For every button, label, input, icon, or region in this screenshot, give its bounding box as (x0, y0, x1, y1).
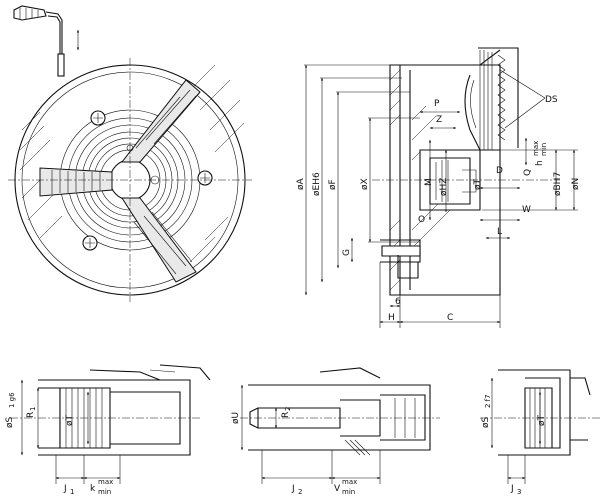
label-Q: Q (523, 169, 533, 176)
detail-view-3 (480, 369, 600, 484)
label-V: V (334, 484, 341, 494)
label-oS2-sub: 2 f7 (484, 394, 492, 408)
label-h-group: h max min (532, 141, 548, 166)
section-view (304, 47, 578, 328)
jaw-top (120, 79, 201, 163)
label-k-max: max (98, 478, 113, 486)
label-J3-sub: 3 (517, 488, 521, 496)
label-J3-group: J 3 (510, 484, 521, 496)
label-oBH7: øBH7 (553, 172, 563, 196)
label-P: P (434, 99, 440, 109)
label-oA: øA (296, 177, 306, 190)
label-R1-sub: 1 (29, 407, 37, 411)
label-R2: R (281, 412, 291, 418)
label-C: C (447, 313, 453, 323)
label-k: k (90, 484, 96, 494)
label-G: G (342, 249, 352, 256)
label-R1: R (26, 412, 36, 418)
label-D: D (496, 166, 503, 176)
label-oS1-sub: 1 g6 (8, 392, 16, 408)
labels: DS P Z h max min M øHZ øT D Q øBH7 øN W … (5, 95, 581, 496)
label-R2-group: R 2 (281, 407, 292, 418)
label-M: M (424, 178, 434, 186)
label-k-min: min (98, 488, 111, 496)
label-J2-sub: 2 (298, 488, 302, 496)
label-L: L (497, 227, 502, 237)
label-oT-1: øT (65, 414, 75, 426)
label-J1-sub: 1 (70, 488, 74, 496)
label-h-max: max (532, 141, 540, 156)
label-oT-3: øT (537, 414, 547, 426)
label-oS2-group: øS 2 f7 (481, 394, 492, 428)
label-oN: øN (571, 178, 581, 190)
detail-view-2 (240, 367, 440, 484)
detail-view-1 (10, 364, 211, 484)
label-V-min: min (342, 488, 355, 496)
label-O: O (418, 215, 425, 225)
label-6: 6 (395, 297, 401, 307)
label-W: W (522, 205, 531, 215)
front-view (8, 5, 252, 302)
label-h: h (535, 160, 545, 166)
label-J2-group: J 2 (291, 484, 302, 496)
label-V-max: max (342, 478, 357, 486)
jaw-bottom (121, 197, 197, 283)
label-J2: J (291, 484, 295, 494)
label-h-min: min (540, 143, 548, 156)
label-J1-group: J 1 (63, 484, 74, 496)
label-V-group: V max min (334, 478, 357, 496)
label-oEH6: øEH6 (312, 172, 322, 196)
label-oF: øF (328, 179, 338, 190)
label-oS1-group: øS 1 g6 (5, 392, 16, 428)
label-oHZ: øHZ (439, 178, 449, 196)
label-DS: DS (545, 95, 558, 105)
label-Z: Z (436, 115, 442, 125)
label-R1-group: R 1 (26, 407, 37, 418)
label-R2-sub: 2 (284, 407, 292, 411)
label-J3: J (510, 484, 514, 494)
bolt-holes (82, 110, 213, 251)
label-oT: øT (473, 178, 483, 190)
label-H: H (388, 313, 395, 323)
label-oU: øU (231, 412, 241, 424)
label-oS1: øS (5, 416, 15, 428)
label-k-group: k max min (90, 478, 113, 496)
jaw-left (39, 167, 113, 197)
label-oS2: øS (481, 416, 491, 428)
label-oX: øX (360, 178, 370, 190)
label-J1: J (63, 484, 67, 494)
crank-handle (13, 5, 80, 77)
